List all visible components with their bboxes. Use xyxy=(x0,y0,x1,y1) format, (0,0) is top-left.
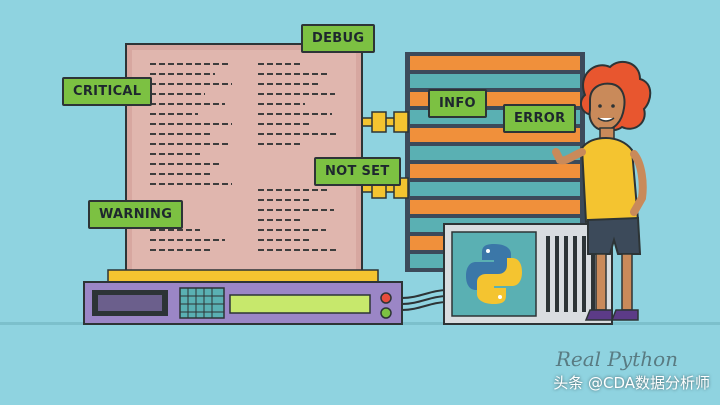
brand-logo: Real Python xyxy=(555,347,678,371)
python-logo-icon xyxy=(466,244,522,304)
tag-debug: DEBUG xyxy=(301,24,376,53)
tag-info: INFO xyxy=(428,89,487,118)
watermark-text: 头条 @CDA数据分析师 xyxy=(553,374,710,392)
tag-warning: WARNING xyxy=(88,200,184,229)
person-character xyxy=(552,60,652,321)
tag-critical: CRITICAL xyxy=(62,77,153,106)
python-box xyxy=(443,223,613,325)
tag-error: ERROR xyxy=(503,104,577,133)
base-machine xyxy=(83,281,403,325)
tag-not-set: NOT SET xyxy=(314,157,401,186)
